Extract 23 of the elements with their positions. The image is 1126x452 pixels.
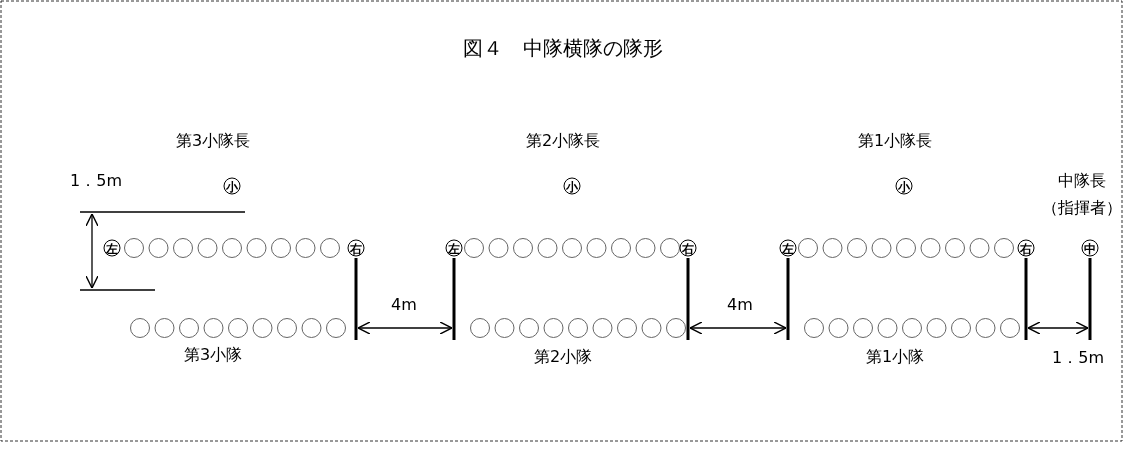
circled-character: 右 xyxy=(347,239,365,257)
circled-character: 右 xyxy=(1017,239,1035,257)
circled-character: 左 xyxy=(103,239,121,257)
label-text: 中隊長 xyxy=(1058,173,1106,189)
label-text: 第3小隊 xyxy=(183,347,243,363)
label-text: 4m xyxy=(727,297,753,313)
circled-character: 小 xyxy=(563,177,581,195)
title: 図４ 中隊横隊の隊形 xyxy=(463,34,663,62)
label-text: 1．5m xyxy=(70,173,122,189)
circled-character: 左 xyxy=(779,239,797,257)
circled-character: 右 xyxy=(679,239,697,257)
label-text: 第3小隊長 xyxy=(175,133,251,149)
label-text: 第2小隊長 xyxy=(525,133,601,149)
circled-character: 左 xyxy=(445,239,463,257)
label-text: 4m xyxy=(391,297,417,313)
circled-character: 小 xyxy=(223,177,241,195)
label-text: 1．5m xyxy=(1052,350,1104,366)
label-text: （指揮者） xyxy=(1042,200,1122,216)
label-text: 第1小隊 xyxy=(865,349,925,365)
circled-character: 小 xyxy=(895,177,913,195)
label-text: 第2小隊 xyxy=(533,349,593,365)
label-text: 第1小隊長 xyxy=(857,133,933,149)
circled-character: 中 xyxy=(1081,239,1099,257)
